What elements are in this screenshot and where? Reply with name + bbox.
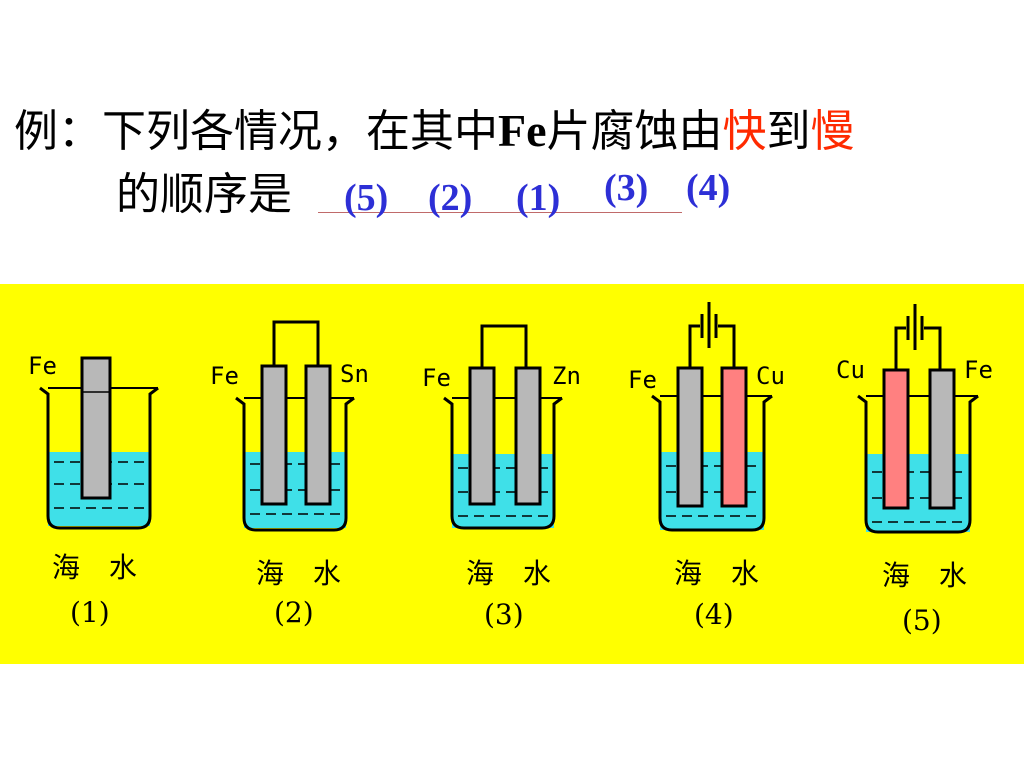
caption-5: 海 水 [882,559,977,592]
cu-electrode-5 [882,368,910,510]
electrode-label-1-left: Fe [28,352,57,380]
beaker-number-5: (5) [902,604,942,637]
fe-electrode-5 [928,368,956,510]
caption-3: 海 水 [466,557,561,590]
electrode-label-2-right: Sn [340,360,369,388]
wire-5 [894,326,942,370]
question-prefix: 例：下列各情况，在其中 [14,106,498,157]
cu-electrode-4 [720,366,748,508]
caption-1: 海 水 [52,551,147,584]
beaker-2 [235,320,355,532]
seawater-4 [660,452,764,530]
answer-3: (1) [516,177,561,219]
battery-4 [700,302,718,348]
wire-2 [272,320,320,366]
electrode-label-5-right: Fe [964,356,993,384]
beaker-4 [651,302,773,532]
fe-electrode-2 [260,364,288,506]
beaker-glass-5 [857,394,979,534]
answer-4: (3) [604,167,649,209]
battery-5 [906,304,924,350]
fe-electrode-3 [468,366,496,506]
electrode-label-4-left: Fe [628,366,657,394]
beaker-number-2: (2) [274,596,314,629]
electrode-label-3-left: Fe [422,364,451,392]
beaker-glass-3 [443,396,563,530]
answer-5: (4) [686,167,731,209]
beaker-5 [857,304,979,534]
sn-electrode-2 [304,364,332,506]
beakers-diagram [39,302,979,534]
beaker-number-3: (3) [484,598,524,631]
question-to: 到 [766,106,811,157]
diagram-panel: Fe Fe Sn Fe Zn Fe Cu Cu Fe 海 水 海 水 海 水 海… [0,284,1024,664]
answer-blank-underline [318,212,682,213]
beaker-number-4: (4) [694,598,734,631]
beaker-glass-1 [39,386,159,530]
fe-electrode-4 [676,366,704,508]
question-fe: Fe [498,105,547,156]
question-line-2: 的顺序是 [116,169,292,220]
electrode-label-5-left: Cu [836,356,865,384]
question-slow: 慢 [810,106,855,157]
beaker-number-1: (1) [70,596,110,629]
beaker-glass-2 [235,396,355,532]
question-line-1: 例：下列各情况，在其中Fe片腐蚀由快到慢 [14,104,855,159]
beaker-glass-4 [651,394,773,532]
caption-2: 海 水 [256,557,351,590]
question-fast: 快 [722,106,767,157]
fe-electrode-1 [80,356,112,500]
electrode-label-2-left: Fe [210,362,239,390]
answer-2: (2) [428,177,473,219]
beaker-1 [39,356,159,530]
zn-electrode-3 [514,366,542,506]
beaker-3 [443,324,563,530]
question-middle: 片腐蚀由 [546,106,723,157]
answer-1: (5) [344,177,389,219]
electrode-label-4-right: Cu [756,362,785,390]
electrode-label-3-right: Zn [552,362,581,390]
wire-3 [480,324,528,368]
wire-4 [688,324,736,368]
caption-4: 海 水 [674,557,769,590]
